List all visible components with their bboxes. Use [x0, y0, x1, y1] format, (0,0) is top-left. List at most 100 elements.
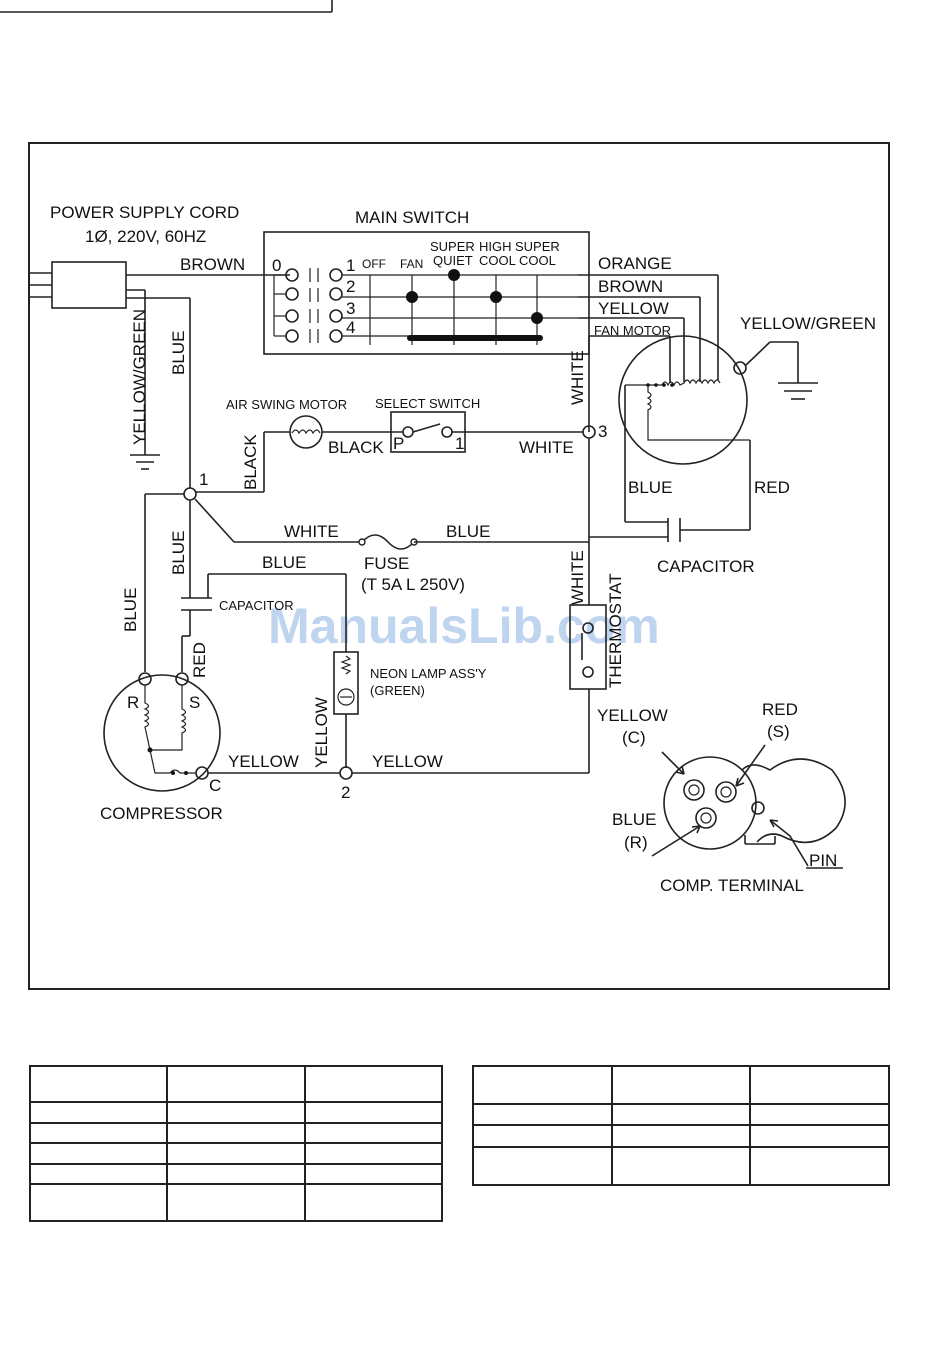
- table-right-cell: [610, 1064, 752, 1106]
- table-left-cell: [166, 1121, 306, 1145]
- watermark: ManualsLib.com: [268, 598, 660, 654]
- thermostat-box: [569, 604, 607, 690]
- wire-white-select-label: WHITE: [519, 438, 574, 457]
- switch-pos-4: 4: [346, 318, 355, 337]
- thermostat-label: THERMOSTAT: [606, 573, 625, 688]
- power-plug: [30, 261, 127, 309]
- fan-motor-aux-winding: [646, 385, 750, 441]
- fan-motor-circle: [618, 335, 748, 465]
- terminal-yellow-label: YELLOW: [597, 706, 668, 725]
- mode-cool-1: COOL: [479, 253, 516, 268]
- switch-pos-1: 1: [346, 256, 355, 275]
- table-right-cell: [749, 1145, 890, 1187]
- terminal-blue-label: BLUE: [612, 810, 656, 829]
- neon-lamp-color: (GREEN): [370, 683, 425, 698]
- table-right-cell: [472, 1145, 613, 1187]
- switch-pos-3: 3: [346, 299, 355, 318]
- wire-red-fan-label: RED: [754, 478, 790, 497]
- wire-white-lower-label: WHITE: [568, 550, 587, 605]
- wire-yellow-green-right-label: YELLOW/GREEN: [740, 314, 876, 333]
- compressor-c-terminal: [195, 766, 209, 780]
- node-2: [339, 766, 353, 780]
- mode-super-1: SUPER: [430, 239, 475, 254]
- fan-motor-winding: [625, 379, 721, 387]
- comp-c-label: C: [209, 776, 221, 795]
- wire-blue-neon-label: BLUE: [262, 553, 306, 572]
- wire-blue-left-label: BLUE: [121, 588, 140, 632]
- table-left-cell: [166, 1183, 306, 1222]
- mode-fan: FAN: [400, 257, 423, 271]
- wire-brown-label: BROWN: [180, 255, 245, 274]
- terminal-pin-label: PIN: [809, 851, 837, 870]
- table-left-cell: [166, 1162, 306, 1186]
- table-left-cell: [303, 1162, 444, 1186]
- comp-terminal-figure: [663, 756, 846, 850]
- power-cord-label: POWER SUPPLY CORD: [50, 203, 239, 222]
- wire-black-label: BLACK: [328, 438, 384, 457]
- wire-brown-out-label: BROWN: [598, 277, 663, 296]
- terminal-s-label: (S): [767, 722, 790, 741]
- wire-yellow-neon-label: YELLOW: [312, 697, 331, 768]
- compressor-overload: [149, 749, 196, 774]
- mode-off: OFF: [362, 257, 386, 271]
- comp-s-label: S: [189, 693, 200, 712]
- terminal-c-label: (C): [622, 728, 646, 747]
- table-left-cell: [303, 1101, 444, 1124]
- fan-capacitor-label: CAPACITOR: [657, 557, 755, 576]
- fan-ground-terminal: [733, 361, 747, 375]
- wire-orange-label: ORANGE: [598, 254, 672, 273]
- ground-symbol-right: [778, 382, 818, 400]
- table-left-cell: [303, 1183, 444, 1222]
- table-right-cell: [472, 1103, 613, 1127]
- wire-red-comp-label: RED: [190, 642, 209, 678]
- switch-pos-2: 2: [346, 277, 355, 296]
- table-left-cell: [28, 1142, 169, 1165]
- wire-yellow-out-label: YELLOW: [598, 299, 669, 318]
- table-right-cell: [610, 1103, 752, 1127]
- wire-blue-top-label: BLUE: [169, 331, 188, 375]
- fuse-symbol: [361, 534, 415, 550]
- wire-yellow-comp-label: YELLOW: [228, 752, 299, 771]
- select-switch-label: SELECT SWITCH: [375, 396, 480, 411]
- table-right-cell: [610, 1124, 752, 1148]
- node-1-label: 1: [199, 470, 208, 489]
- diagram-frame: [28, 142, 890, 990]
- wire-yellow-thermo-label: YELLOW: [372, 752, 443, 771]
- terminal-r-label: (R): [624, 833, 648, 852]
- fuse-label: FUSE: [364, 554, 409, 573]
- table-left-cell: [28, 1183, 169, 1222]
- fuse-spec-label: (T 5A L 250V): [361, 575, 465, 594]
- switch-pos-0: 0: [272, 256, 281, 275]
- table-right-cell: [472, 1064, 613, 1106]
- table-right-cell: [472, 1124, 613, 1148]
- table-left-cell: [303, 1121, 444, 1145]
- wire-black-vertical-label: BLACK: [241, 434, 260, 490]
- select-switch-p: P: [393, 434, 404, 453]
- table-left-cell: [28, 1101, 169, 1124]
- air-swing-motor-label: AIR SWING MOTOR: [226, 397, 347, 412]
- node-1: [183, 487, 197, 501]
- table-left-cell: [166, 1064, 306, 1104]
- wire-blue-fan-label: BLUE: [628, 478, 672, 497]
- table-left-cell: [28, 1121, 169, 1145]
- mode-super-2: SUPER: [515, 239, 560, 254]
- table-left-cell: [303, 1064, 444, 1104]
- terminal-red-label: RED: [762, 700, 798, 719]
- wire-white-fuse-label: WHITE: [284, 522, 339, 541]
- table-left-cell: [28, 1064, 169, 1104]
- table-left-cell: [166, 1142, 306, 1165]
- compressor-circle: [103, 674, 221, 792]
- wire-white-upper-label: WHITE: [568, 350, 587, 405]
- node-2-label: 2: [341, 783, 350, 802]
- node-3-label: 3: [598, 422, 607, 441]
- mode-quiet: QUIET: [433, 253, 473, 268]
- table-right-cell: [749, 1124, 890, 1148]
- table-right-cell: [610, 1145, 752, 1187]
- table-left-cell: [303, 1142, 444, 1165]
- ground-symbol-left: [130, 454, 160, 470]
- table-left-cell: [166, 1101, 306, 1124]
- comp-r-label: R: [127, 693, 139, 712]
- main-switch-contacts: [273, 268, 578, 345]
